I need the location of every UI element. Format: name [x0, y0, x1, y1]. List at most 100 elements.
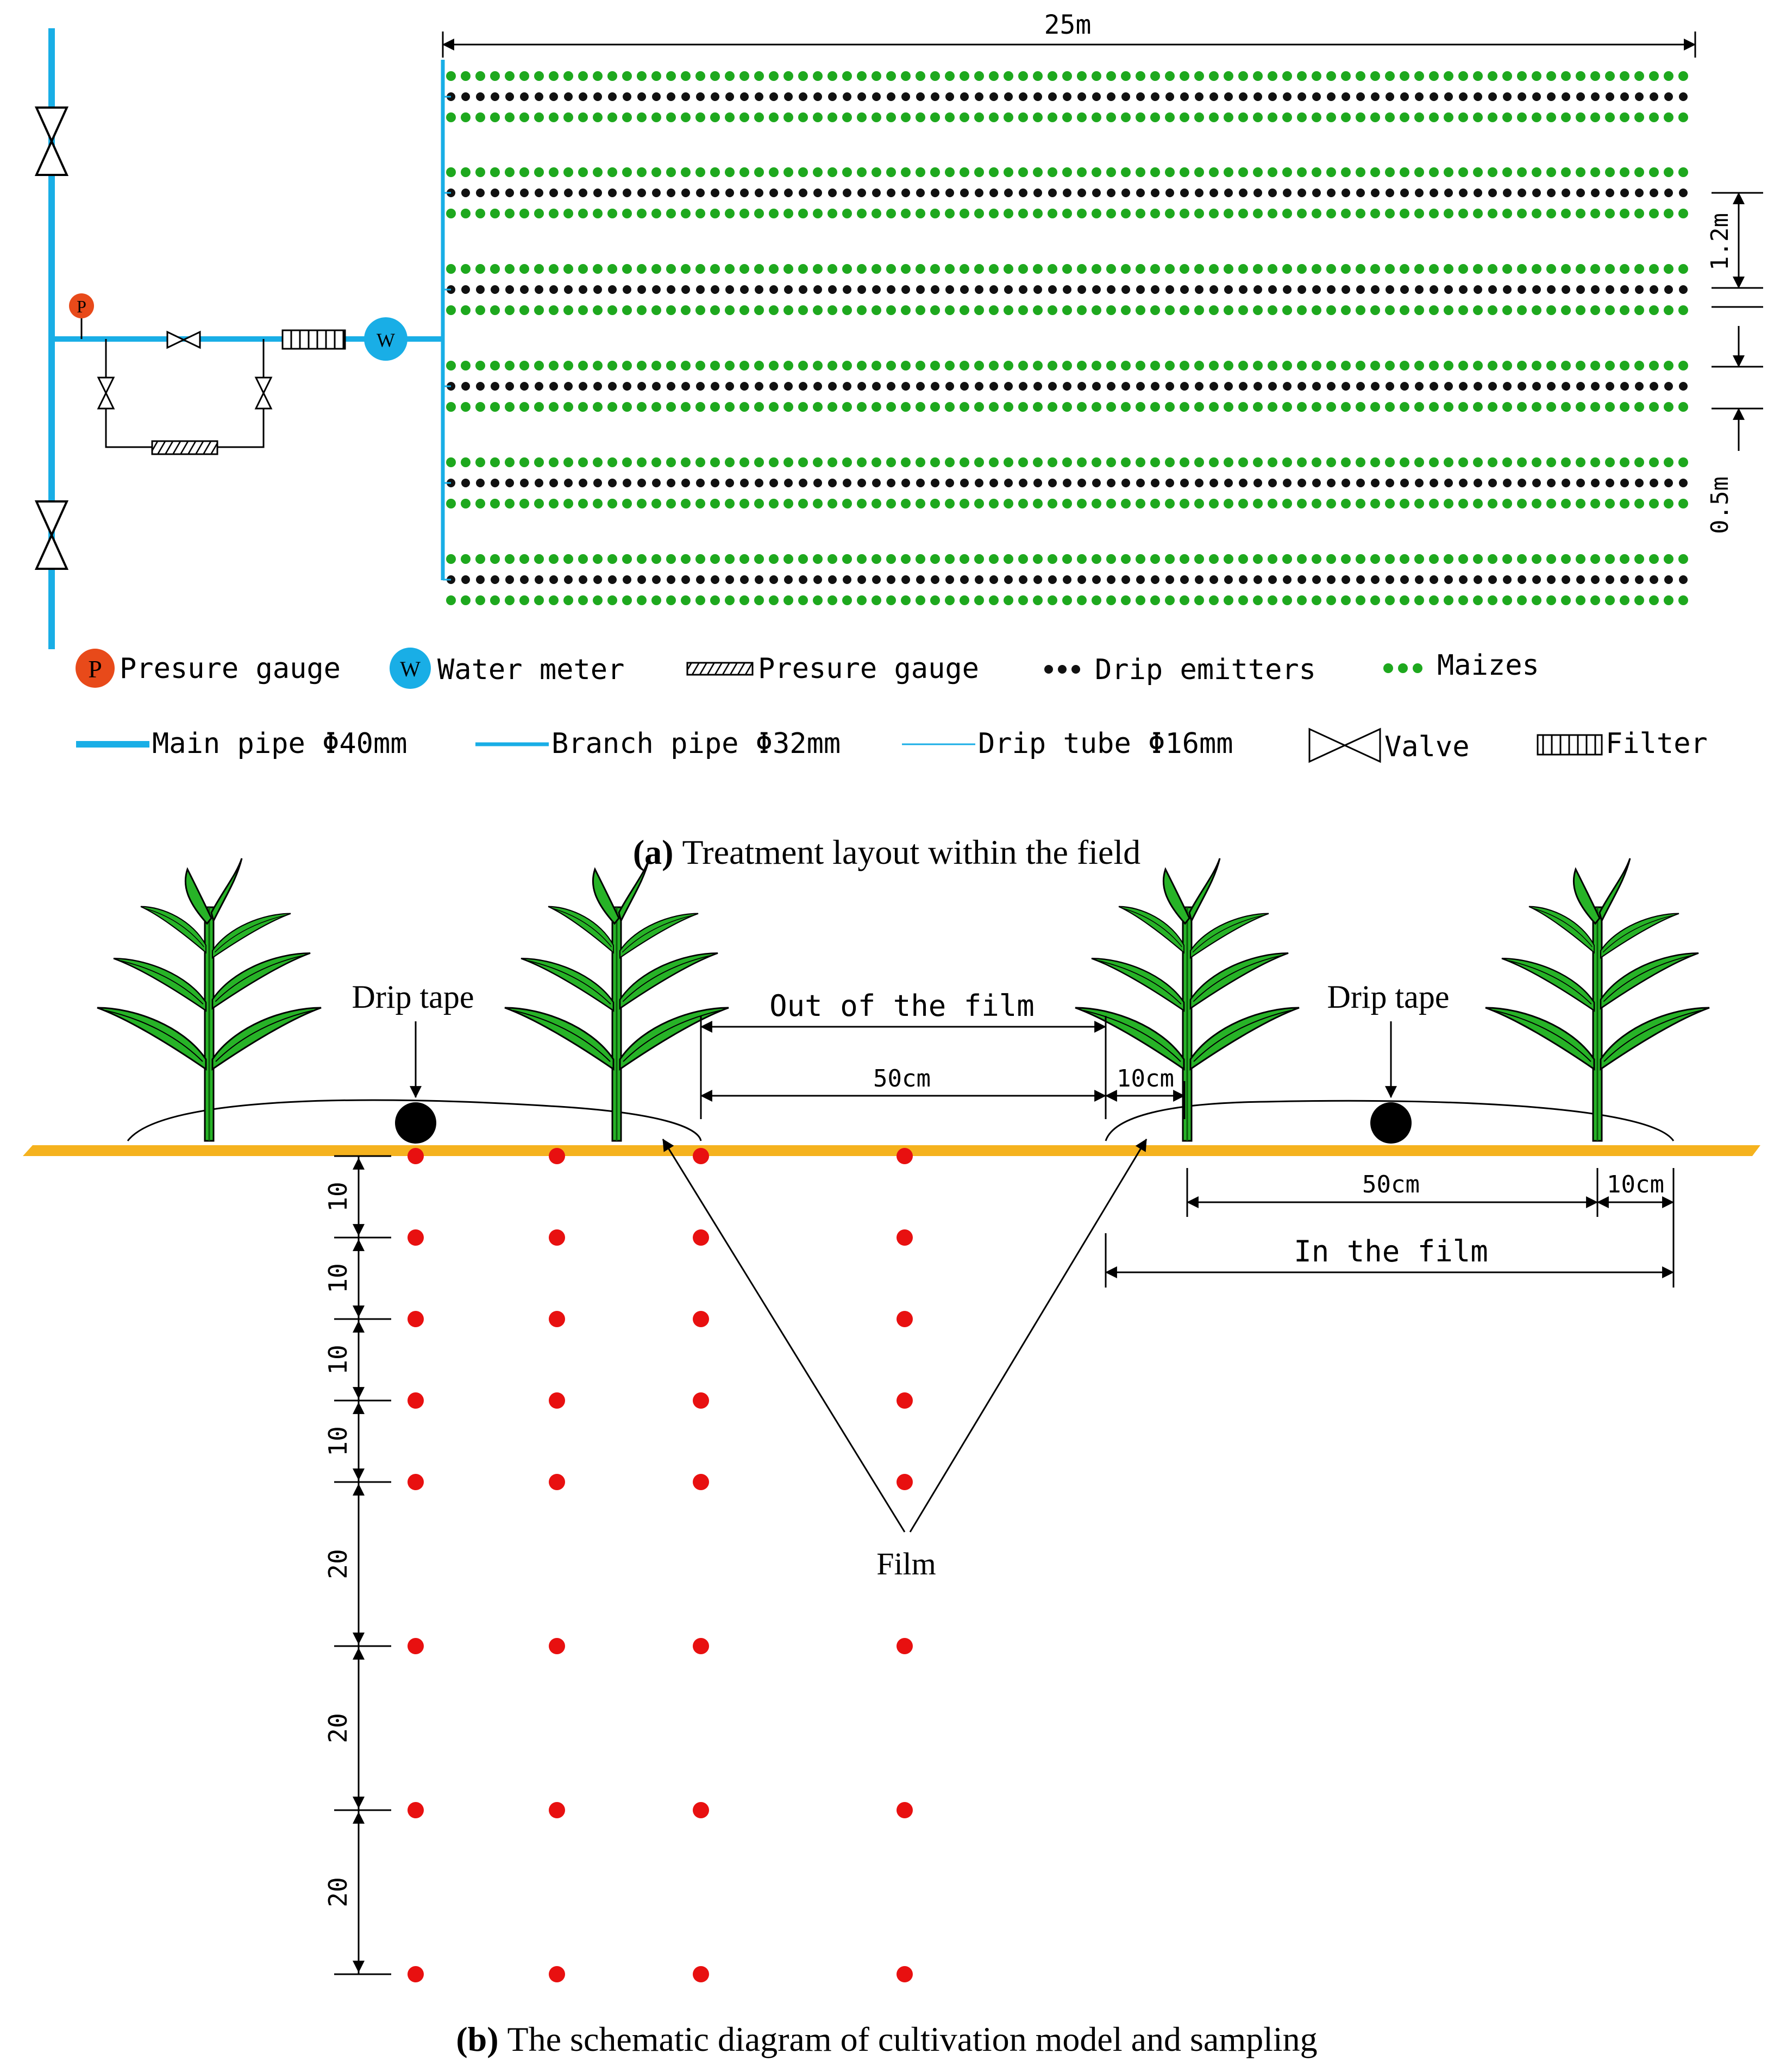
drip-tape-right-label: Drip tape	[1327, 979, 1450, 1015]
depth-label: 10	[323, 1182, 353, 1211]
legend-maizes-label: Maizes	[1437, 649, 1539, 682]
panel-b-cultivation-model: Drip tape Drip tape Out of the film 50cm…	[23, 858, 1760, 2058]
legend-branch-pipe-label: Branch pipe Φ32mm	[551, 727, 841, 760]
sampling-point	[549, 1311, 565, 1327]
valve-icon	[254, 376, 273, 410]
depth-label: 20	[323, 1713, 353, 1743]
sampling-point	[693, 1638, 709, 1654]
sampling-point	[693, 1392, 709, 1409]
drip-emitter-row	[447, 189, 1688, 197]
sampling-point	[408, 1311, 424, 1327]
gauge-letter: P	[77, 297, 86, 316]
pressure-gauge-icon	[69, 293, 94, 318]
width-50cm-bottom-label: 50cm	[1362, 1171, 1420, 1198]
filter-icon	[281, 329, 346, 350]
sampling-points	[408, 1148, 913, 1982]
valve-icon	[35, 500, 68, 570]
caption-a-label: (a)	[633, 833, 674, 871]
bypass-pipe	[105, 339, 265, 448]
maize-row	[446, 595, 1688, 605]
caption-b: (b)The schematic diagram of cultivation …	[456, 2020, 1317, 2058]
drip-emitter-row	[447, 575, 1688, 584]
sampling-point	[408, 1802, 424, 1818]
film-pointer-right	[909, 1139, 1148, 1533]
sampling-point	[549, 1148, 565, 1164]
sampling-point	[897, 1966, 913, 1982]
maize-row	[446, 112, 1688, 122]
plant-spacing-label: 0.5m	[1706, 476, 1734, 534]
legend-fertilizer-tank-icon	[686, 662, 754, 676]
svg-text:P: P	[88, 655, 102, 683]
legend-drip-tube-label: Drip tube Φ16mm	[978, 727, 1233, 760]
sampling-point	[408, 1229, 424, 1246]
sampling-point	[897, 1802, 913, 1818]
depth-label: 10	[323, 1426, 353, 1456]
drip-tape-right-icon	[1370, 1102, 1412, 1144]
fertilizer-tank-icon	[151, 440, 218, 455]
sampling-point	[549, 1229, 565, 1246]
sampling-point	[897, 1148, 913, 1164]
sampling-point	[693, 1229, 709, 1246]
maize-row	[446, 305, 1688, 315]
sampling-point	[693, 1311, 709, 1327]
caption-b-text: The schematic diagram of cultivation mod…	[507, 2020, 1318, 2058]
svg-text:W: W	[400, 657, 421, 681]
legend-drip-emitters-label: Drip emitters	[1095, 654, 1316, 686]
sampling-point	[408, 1148, 424, 1164]
sampling-point	[549, 1474, 565, 1490]
sampling-point	[897, 1311, 913, 1327]
sampling-point	[897, 1392, 913, 1409]
legend-filter-icon	[1537, 734, 1603, 756]
sampling-point	[549, 1966, 565, 1982]
depth-label: 10	[323, 1345, 353, 1374]
sampling-point	[408, 1638, 424, 1654]
film-pointer-left	[662, 1139, 906, 1533]
drip-tape-left-label: Drip tape	[352, 979, 474, 1015]
field-length-label: 25m	[1044, 10, 1092, 40]
valve-icon	[97, 376, 115, 410]
sampling-point	[408, 1474, 424, 1490]
drip-emitter-row	[447, 92, 1688, 101]
maize-plant	[505, 858, 729, 1141]
out-of-film-label: Out of the film	[769, 989, 1035, 1023]
sampling-point	[693, 1802, 709, 1818]
film-arc-left	[127, 1099, 702, 1141]
maize-row	[446, 499, 1688, 508]
row-spacing-dimension: 1.2m	[1706, 192, 1763, 289]
legend-filter-label: Filter	[1606, 727, 1708, 760]
drip-emitter-row	[447, 479, 1688, 487]
drip-tape-left-icon	[395, 1102, 436, 1144]
sampling-point	[549, 1392, 565, 1409]
width-50cm-top-label: 50cm	[873, 1065, 931, 1092]
maize-plant	[1075, 858, 1299, 1141]
legend-pressure-gauge-icon	[76, 649, 115, 688]
film-label: Film	[876, 1546, 936, 1581]
depth-label: 20	[323, 1877, 353, 1907]
panel-a-field-layout: P W 25m 1.2m	[35, 10, 1763, 871]
sampling-point	[693, 1966, 709, 1982]
sampling-point	[897, 1474, 913, 1490]
maize-row	[446, 361, 1688, 371]
legend-valve-icon	[1308, 727, 1381, 763]
row-spacing-label: 1.2m	[1706, 213, 1734, 271]
caption-b-label: (b)	[456, 2020, 498, 2058]
valve-icon	[166, 330, 201, 349]
field-rows	[443, 71, 1688, 605]
meter-letter: W	[377, 329, 395, 351]
legend-water-meter-label: Water meter	[437, 654, 624, 686]
drip-emitter-row	[447, 382, 1688, 391]
water-meter-icon	[364, 317, 408, 361]
sampling-point	[897, 1229, 913, 1246]
caption-a-text: Treatment layout within the field	[682, 833, 1140, 871]
width-10cm-bottom-label: 10cm	[1607, 1171, 1664, 1198]
sampling-point	[549, 1638, 565, 1654]
sampling-point	[408, 1392, 424, 1409]
maize-row	[446, 457, 1688, 467]
maize-row	[446, 554, 1688, 564]
depth-label: 10	[323, 1263, 353, 1293]
sampling-point	[549, 1802, 565, 1818]
caption-a: (a)Treatment layout within the field	[633, 833, 1140, 871]
in-film-label: In the film	[1294, 1234, 1488, 1269]
